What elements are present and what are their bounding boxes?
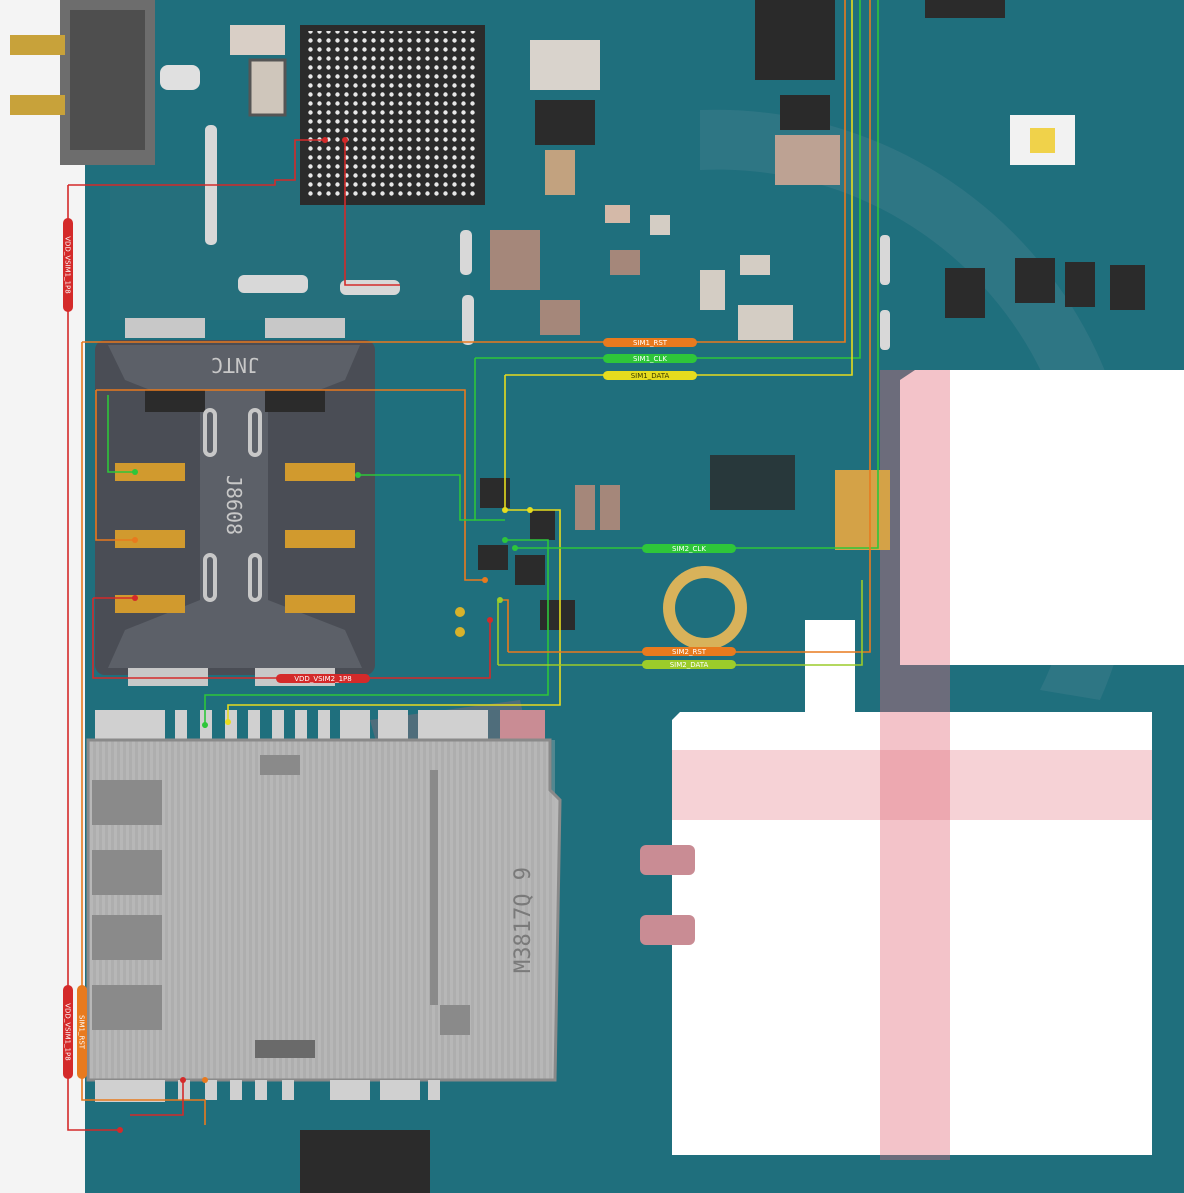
label-sim1-clk-text: SIM1_CLK [633, 355, 667, 363]
label-sim2-data: SIM2_DATA [642, 660, 736, 669]
label-sim1-rst-text: SIM1_RST [633, 339, 668, 347]
board-cutout-lower [672, 620, 1152, 1155]
label-sim2-rst: SIM2_RST [642, 647, 736, 656]
trace-sim2-clk [515, 0, 879, 549]
label-vdd-vsim1-bottom: VDD_VSIM1_1P8 [63, 985, 73, 1079]
sim-card-holder: JNTC J8608 [95, 318, 375, 686]
watermark-bar [880, 370, 950, 1160]
trace-sim1-rst [81, 0, 846, 1125]
label-sim2-clk-text: SIM2_CLK [672, 545, 706, 553]
label-sim1-rst-vertical-text: SIM1_RST [78, 1015, 86, 1050]
label-sim2-rst-text: SIM2_RST [672, 648, 707, 656]
probe-points [117, 137, 533, 1133]
label-sim2-data-text: SIM2_DATA [670, 661, 709, 669]
label-vdd-vsim1-top-text: VDD_VSIM1_1P8 [64, 236, 72, 294]
trace-vdd [67, 139, 491, 1131]
trace-sim2-data [497, 580, 863, 666]
test-pad-2 [640, 915, 695, 945]
label-sim1-rst-vertical: SIM1_RST [77, 985, 87, 1079]
label-vdd-vsim2: VDD_VSIM2_1P8 [276, 674, 370, 683]
sim-holder-marking-top: JNTC [211, 353, 259, 377]
battery-connector [10, 0, 200, 165]
esd-protection-cluster [455, 478, 747, 650]
top-components [230, 0, 1145, 550]
sim-holder-marking-center: J8608 [222, 475, 246, 535]
bga-processor-chip [300, 25, 485, 205]
label-sim1-data: SIM1_DATA [603, 371, 697, 380]
label-sim1-rst: SIM1_RST [603, 338, 697, 347]
sd-card-holder: M3817Q 9 [86, 710, 562, 1193]
test-pad-1 [640, 845, 695, 875]
label-vdd-vsim1-bottom-text: VDD_VSIM1_1P8 [64, 1003, 72, 1061]
label-vdd-vsim2-text: VDD_VSIM2_1P8 [294, 675, 352, 683]
label-sim2-clk: SIM2_CLK [642, 544, 736, 553]
label-vdd-vsim1-top: VDD_VSIM1_1P8 [63, 218, 73, 312]
sd-holder-marking: M3817Q 9 [511, 867, 536, 973]
watermark-bar-h [672, 750, 1152, 820]
label-sim1-clk: SIM1_CLK [603, 354, 697, 363]
board-cutout-upper [900, 370, 1184, 665]
label-sim1-data-text: SIM1_DATA [631, 372, 670, 380]
